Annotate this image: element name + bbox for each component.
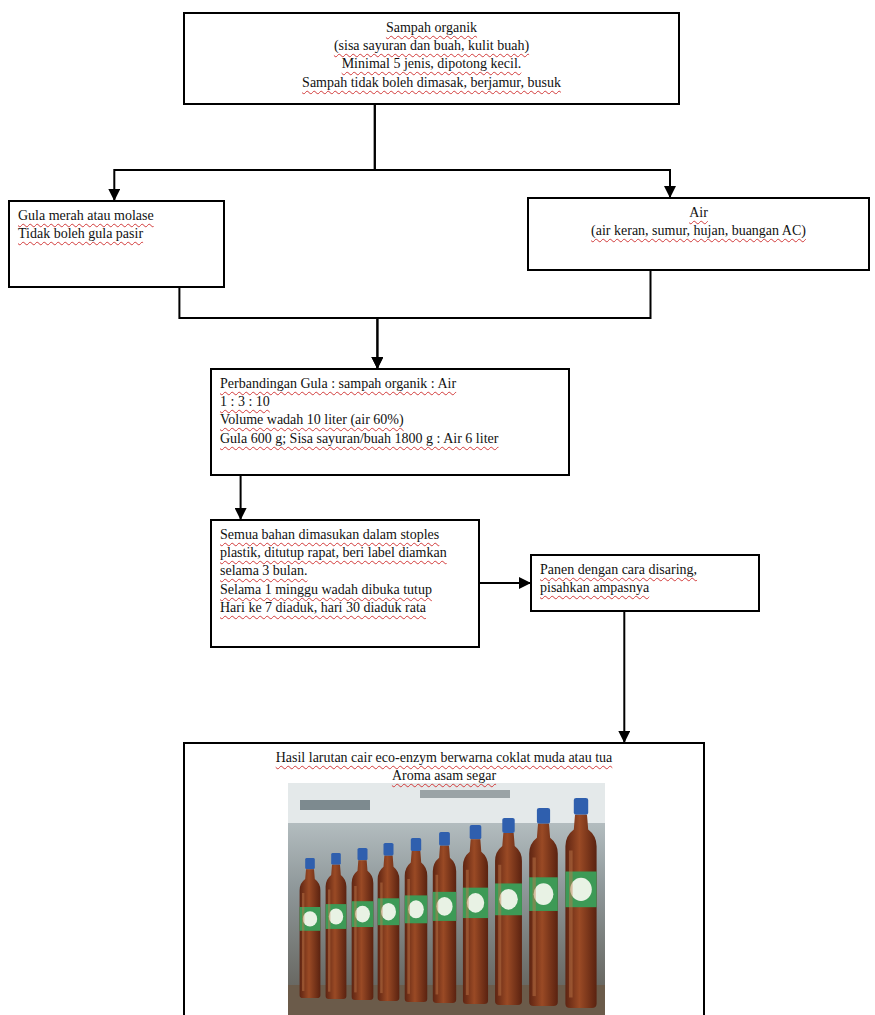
box-text: Selama 1 minggu wadah dibuka tutup <box>220 581 470 599</box>
box-text: Sampah tidak boleh dimasak, berjamur, bu… <box>193 74 670 92</box>
box-text: Aroma asam segar <box>193 767 695 785</box>
harvest-box: Panen dengan cara disaring, pisahkan amp… <box>530 554 760 612</box>
box-heading: Air <box>537 204 860 222</box>
box-heading: Perbandingan Gula : sampah organik : Air <box>220 375 560 393</box>
box-text: Gula 600 g; Sisa sayuran/buah 1800 g : A… <box>220 430 560 448</box>
flow-arrow <box>240 476 242 519</box>
bottles-photo <box>288 783 605 1015</box>
box-text: Minimal 5 jenis, dipotong kecil. <box>193 55 670 73</box>
input-box: Sampah organik(sisa sayuran dan buah, ku… <box>183 12 680 105</box>
box-text: Tidak boleh gula pasir <box>18 225 215 243</box>
ingredient-box: Gula merah atau molaseTidak boleh gula p… <box>8 200 225 288</box>
flow-arrow <box>480 582 530 584</box>
box-text: (air keran, sumur, hujan, buangan AC) <box>537 222 860 240</box>
ratio-box: Perbandingan Gula : sampah organik : Air… <box>210 368 570 476</box>
box-heading: Gula merah atau molase <box>18 207 215 225</box>
box-heading: Semua bahan dimasukan dalam stoples plas… <box>220 526 470 581</box>
flow-arrow <box>179 288 377 368</box>
box-text: 1 : 3 : 10 <box>220 393 560 411</box>
box-heading: Hasil larutan cair eco-enzym berwarna co… <box>193 749 695 767</box>
flow-arrow <box>375 105 670 197</box>
ingredient-box: Air(air keran, sumur, hujan, buangan AC) <box>527 197 870 271</box>
box-heading: Sampah organik <box>193 19 670 37</box>
result-box: Hasil larutan cair eco-enzym berwarna co… <box>183 742 705 1015</box>
box-heading: Panen dengan cara disaring, pisahkan amp… <box>540 561 750 597</box>
process-box: Semua bahan dimasukan dalam stoples plas… <box>210 519 480 648</box>
flow-arrow <box>114 105 375 200</box>
box-text: Hari ke 7 diaduk, hari 30 diaduk rata <box>220 599 470 617</box>
box-text: (sisa sayuran dan buah, kulit buah) <box>193 37 670 55</box>
box-text: Volume wadah 10 liter (air 60%) <box>220 411 560 429</box>
flow-arrow <box>377 271 650 368</box>
flow-arrow <box>623 612 625 742</box>
